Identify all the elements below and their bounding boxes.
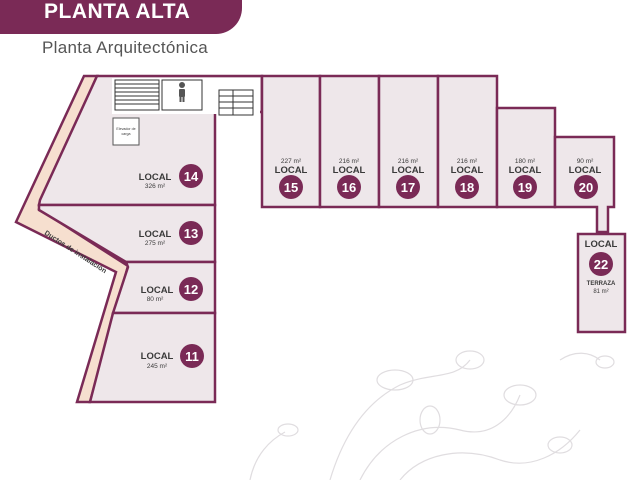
local-12-badge (179, 277, 203, 301)
local-18-label: 216 m² LOCAL 18 (451, 158, 484, 199)
local-20-word: LOCAL (569, 165, 602, 176)
local-18-badge (455, 175, 479, 199)
local-17-number: 17 (401, 180, 415, 195)
local-16-badge (337, 175, 361, 199)
local-22-badge (589, 252, 613, 276)
local-19-word: LOCAL (509, 165, 542, 176)
local-19-label: 180 m² LOCAL 19 (509, 158, 542, 199)
local-22-area: 81 m² (593, 289, 608, 295)
local-14-number: 14 (184, 169, 199, 184)
freight-elevator (112, 117, 140, 146)
local-19-badge (513, 175, 537, 199)
local-12-number: 12 (184, 282, 198, 297)
header-tab: PLANTA ALTA (0, 0, 242, 34)
terrace-label: TERRAZA (587, 281, 616, 287)
local-22-room (576, 232, 627, 334)
local-20-badge (574, 175, 598, 199)
local-18-number: 18 (460, 180, 474, 195)
local-11-number: 11 (185, 349, 199, 364)
local-19-area: 180 m² (515, 158, 536, 165)
local-13-label: LOCAL 275 m² 13 (139, 221, 203, 247)
local-15-label: 227 m² LOCAL 15 (275, 158, 308, 199)
local-13-number: 13 (184, 226, 198, 241)
local-22-label: LOCAL 22 TERRAZA 81 m² (585, 239, 618, 295)
local-17-word: LOCAL (392, 165, 425, 176)
local-12-label: LOCAL 80 m² 12 (141, 277, 203, 303)
local-12-word: LOCAL (141, 285, 174, 296)
local-15-word: LOCAL (275, 165, 308, 176)
local-17-area: 216 m² (398, 158, 419, 165)
local-16-area: 216 m² (339, 158, 360, 165)
local-17-label: 216 m² LOCAL 17 (392, 158, 425, 199)
local-11-area: 245 m² (147, 363, 168, 370)
local-15-number: 15 (284, 180, 298, 195)
local-16-label: 216 m² LOCAL 16 (333, 158, 366, 199)
local-16-number: 16 (342, 180, 356, 195)
local-11-room (88, 311, 217, 404)
floral-watermark (249, 350, 615, 480)
local-14-badge (179, 164, 203, 188)
staircase-left (114, 79, 160, 111)
local-14-label: LOCAL 326 m² 14 (139, 164, 203, 190)
local-22-number: 22 (594, 257, 608, 272)
local-11-badge (180, 344, 204, 368)
elevator-label-line2: carga (122, 132, 131, 136)
local-16-word: LOCAL (333, 165, 366, 176)
local-12-area: 80 m² (147, 296, 164, 303)
local-20-label: 90 m² LOCAL 20 (569, 158, 602, 199)
local-18-area: 216 m² (457, 158, 478, 165)
local-18-word: LOCAL (451, 165, 484, 176)
local-11-label: LOCAL 245 m² 11 (141, 344, 204, 370)
page-subtitle: Planta Arquitectónica (42, 38, 209, 57)
local-20-area: 90 m² (577, 158, 594, 165)
page-title: PLANTA ALTA (44, 0, 191, 23)
local-15-badge (279, 175, 303, 199)
staircase-right (218, 89, 254, 116)
local-14-area: 326 m² (145, 183, 166, 190)
local-17-badge (396, 175, 420, 199)
local-20-number: 20 (579, 180, 593, 195)
local-15-area: 227 m² (281, 158, 302, 165)
local-22-word: LOCAL (585, 239, 618, 250)
local-13-badge (179, 221, 203, 245)
local-13-area: 275 m² (145, 240, 166, 247)
local-14-word: LOCAL (139, 172, 172, 183)
elevator-label-line1: Elevador de (116, 127, 135, 131)
person-icon (179, 82, 185, 102)
local-11-word: LOCAL (141, 351, 174, 362)
local-19-number: 19 (518, 180, 532, 195)
local-13-word: LOCAL (139, 229, 172, 240)
